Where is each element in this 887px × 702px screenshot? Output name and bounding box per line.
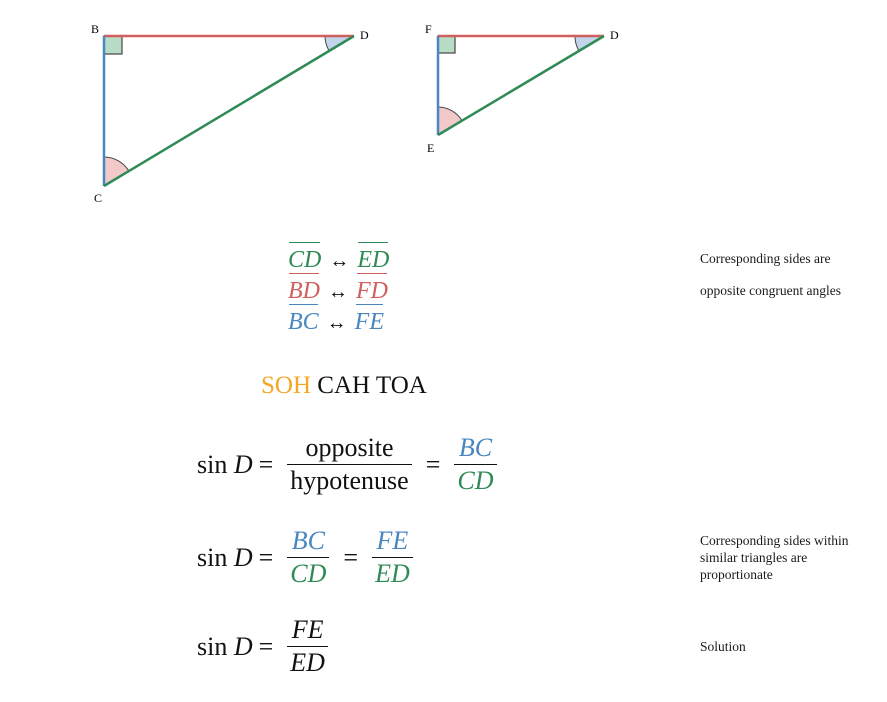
fraction-bc-over-cd: BC CD [287,525,330,590]
biarrow-icon: ↔ [328,281,348,303]
vertex-label-d1: D [360,28,369,42]
equals-sign: = [258,631,274,661]
side-cd [103,34,355,188]
correspondence-cd-ed: CD ↔ ED [288,242,389,275]
sin-function: sin [197,631,228,661]
vertex-label-f: F [425,22,432,36]
numerator: BC [458,433,493,462]
segment-bd: BD [288,273,320,306]
numerator: FE [291,615,324,644]
mnemonic-cah: CAH [317,372,371,399]
vertex-label-e: E [427,141,434,155]
biarrow-icon: ↔ [329,250,350,272]
biarrow-icon: ↔ [326,312,347,334]
fraction-bc-over-cd: BC CD [454,432,497,497]
angle-c-arc [103,156,130,172]
segment-cd: CD [288,242,321,275]
denominator: CD [290,559,327,588]
triangle-bdc: B D C [91,22,369,205]
fraction-fe-over-ed: FE ED [287,614,328,679]
fraction-bar [287,464,412,465]
fraction-fe-over-ed: FE ED [372,525,413,590]
mnemonic-soh-cah-toa: SOH CAH TOA [261,372,427,400]
equals-sign: = [343,542,359,572]
segment-fd: FD [356,273,388,306]
numerator: opposite [305,433,394,462]
denominator: hypotenuse [290,466,409,495]
side-ed [437,34,605,137]
correspondence-bd-fd: BD ↔ FD [288,273,388,306]
equation-sine-definition: sin D = opposite hypotenuse = BC CD [197,432,505,497]
similar-triangles-figure: B D C F D E [91,22,619,205]
angle-e-fill [438,107,462,135]
equals-sign: = [258,542,274,572]
numerator: BC [291,526,325,555]
note-correspondence-line2: opposite congruent angles [700,283,841,298]
mnemonic-soh: SOH [261,372,312,399]
equals-sign: = [425,449,441,479]
vertex-label-b: B [91,22,99,36]
angle-variable-d: D [233,449,253,479]
note-proportion: Corresponding sides within similar trian… [700,533,849,582]
equation-solution: sin D = FE ED [197,614,336,679]
angle-e-arc [437,106,463,121]
triangle-fde: F D E [425,22,619,155]
right-angle-marker-f [437,35,456,54]
segment-fe: FE [355,304,384,337]
vertex-label-d2: D [610,28,619,42]
denominator: CD [457,466,494,495]
sin-function: sin [197,449,228,479]
equation-proportion: sin D = BC CD = FE ED [197,525,421,590]
vertex-label-c: C [94,191,102,205]
segment-ed: ED [357,242,389,275]
correspondence-bc-fe: BC ↔ FE [288,304,384,337]
angle-variable-d: D [233,631,253,661]
numerator: FE [376,526,409,555]
right-angle-marker-b [103,35,123,55]
denominator: ED [375,559,410,588]
equals-sign: = [258,449,274,479]
angle-variable-d: D [233,542,253,572]
sin-function: sin [197,542,228,572]
note-correspondence-line1: Corresponding sides are [700,251,831,266]
angle-c-fill [104,157,129,186]
fraction-opposite-over-hypotenuse: opposite hypotenuse [287,432,412,497]
fraction-bar [454,464,497,465]
segment-bc: BC [288,304,319,337]
denominator: ED [290,648,325,677]
mnemonic-toa: TOA [375,372,427,399]
note-solution: Solution [700,639,746,654]
fraction-bar [372,557,413,558]
fraction-bar [287,646,328,647]
fraction-bar [287,557,330,558]
